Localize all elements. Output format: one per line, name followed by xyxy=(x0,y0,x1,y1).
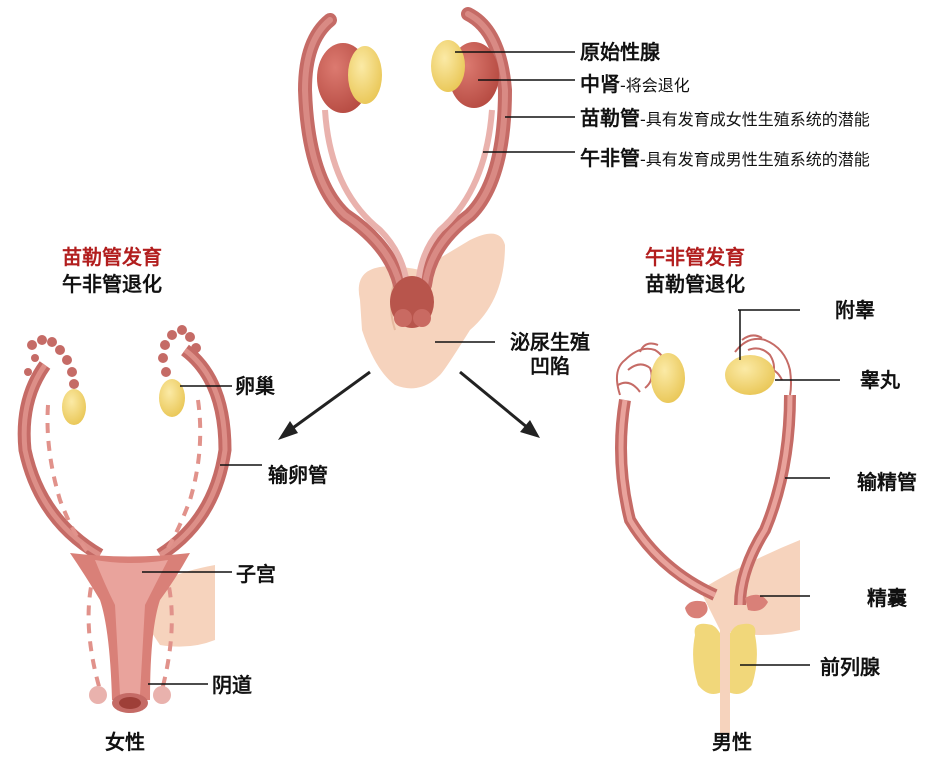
female-figure xyxy=(17,325,262,713)
label-oviduct: 输卵管 xyxy=(268,463,328,487)
label-vagina: 阴道 xyxy=(212,673,252,697)
female-heading-regress: 午非管退化 xyxy=(62,272,162,296)
female-caption: 女性 xyxy=(105,730,145,754)
arrows xyxy=(278,370,540,440)
label-mesonephros: 中肾-将会退化 xyxy=(580,72,690,96)
gonad-left xyxy=(348,46,382,104)
indifferent-stage-figure xyxy=(297,7,575,389)
male-heading-develop: 午非管发育 xyxy=(645,245,745,269)
female-heading-develop: 苗勒管发育 xyxy=(62,245,162,269)
ovary-left xyxy=(62,389,86,425)
label-seminal-vesicle: 精囊 xyxy=(867,586,907,610)
label-testis: 睾丸 xyxy=(860,368,900,392)
label-prostate: 前列腺 xyxy=(820,655,880,679)
label-uterus: 子宫 xyxy=(236,562,276,586)
label-vas-deferens: 输精管 xyxy=(857,470,917,494)
seminal-vesicle-right xyxy=(745,594,768,611)
testis-left xyxy=(651,353,685,403)
label-epididymis: 附睾 xyxy=(835,298,875,322)
inner-duct-right xyxy=(415,109,495,293)
prostate-shape xyxy=(693,623,725,694)
testis-right xyxy=(725,355,775,395)
male-heading-regress: 苗勒管退化 xyxy=(645,272,745,296)
gonad-right xyxy=(431,40,465,92)
label-ovary: 卵巢 xyxy=(235,374,275,398)
male-caption: 男性 xyxy=(712,730,752,754)
label-urogenital-sinus: 泌尿生殖凹陷 xyxy=(510,330,590,378)
arrow-to-female xyxy=(289,370,371,432)
seminal-vesicle-left xyxy=(685,600,708,619)
male-figure xyxy=(615,309,840,735)
arrow-to-male xyxy=(459,370,529,430)
label-primitive-gonad: 原始性腺 xyxy=(580,40,660,64)
label-wolffian-duct: 午非管-具有发育成男性生殖系统的潜能 xyxy=(580,146,870,170)
ovary-right xyxy=(159,379,185,417)
label-mullerian-duct: 苗勒管-具有发育成女性生殖系统的潜能 xyxy=(580,106,870,130)
inner-duct-left xyxy=(322,109,411,293)
